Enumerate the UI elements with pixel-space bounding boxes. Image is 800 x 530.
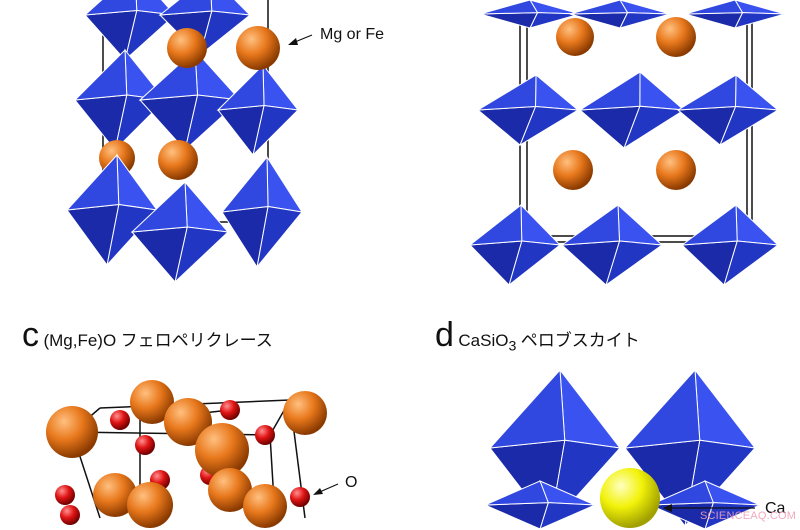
octahedron-face: [184, 180, 230, 233]
octahedron-face: [216, 63, 265, 111]
mg-fe-atom: [158, 140, 198, 180]
oxygen-label: O: [345, 474, 358, 491]
mg-fe-label: Mg or Fe: [320, 26, 385, 43]
octahedron: [680, 203, 780, 287]
mg-fe-atom: [553, 150, 593, 190]
octahedron-face: [677, 74, 737, 111]
mg-fe-atom: [167, 28, 207, 68]
mg-fe-atom: [208, 468, 252, 512]
oxygen-atom: [255, 425, 275, 445]
calcium-atom: [600, 468, 660, 528]
mg-fe-atom: [93, 473, 137, 517]
octahedron-face: [158, 0, 213, 16]
octahedron-face: [684, 12, 744, 29]
octahedron-face: [266, 155, 304, 213]
octahedron: [65, 153, 159, 267]
octahedron-face: [73, 48, 128, 101]
panel-d-title: d CaSiO3 ペロブスカイト: [435, 318, 640, 354]
formula-subscript: 3: [508, 338, 517, 355]
octahedron-face: [484, 502, 549, 530]
mg-fe-atom: [283, 391, 327, 435]
octahedron-face: [479, 0, 539, 15]
octahedron-face: [130, 180, 188, 233]
octahedron-face: [488, 368, 566, 449]
octahedron: [468, 203, 562, 287]
octahedron: [220, 155, 304, 269]
octahedron-face: [649, 480, 714, 506]
arrow-head: [288, 38, 298, 45]
octahedron: [479, 0, 581, 29]
octahedron: [130, 180, 230, 284]
octahedron: [560, 203, 664, 287]
octahedron-face: [734, 12, 786, 29]
octahedron: [83, 0, 177, 62]
octahedron: [684, 0, 786, 29]
oxygen-atom: [290, 487, 310, 507]
octahedron-face: [623, 368, 701, 449]
octahedron-face: [579, 71, 641, 111]
octahedron-face: [639, 70, 686, 111]
oxygen-atom: [55, 485, 75, 505]
octahedron-face: [468, 203, 523, 246]
mg-fe-atom: [195, 423, 249, 477]
octahedron-face: [262, 63, 300, 111]
octahedron-face: [734, 73, 780, 111]
octahedron-face: [534, 73, 580, 111]
octahedron: [578, 70, 686, 150]
watermark: SCIENCEAQ.COM: [700, 510, 797, 522]
mg-fe-atom: [243, 484, 287, 528]
octahedron-face: [560, 204, 621, 246]
panel-c-mineral-name: フェロペリクレース: [120, 331, 273, 350]
arrow-head: [663, 504, 672, 512]
octahedron: [138, 48, 242, 152]
octahedron-face: [694, 368, 757, 449]
mg-fe-atom: [46, 406, 98, 458]
mg-fe-atom: [130, 380, 174, 424]
octahedron-face: [83, 0, 138, 16]
octahedron-face: [65, 153, 120, 211]
panel-c-formula: (Mg,Fe)O: [43, 331, 117, 350]
octahedron: [649, 480, 761, 530]
oxygen-atom: [60, 505, 80, 525]
oxygen-atom: [220, 400, 240, 420]
octahedron: [569, 0, 671, 29]
octahedron-face: [735, 203, 780, 246]
mg-fe-atom: [164, 398, 212, 446]
octahedron-face: [520, 203, 562, 246]
panel-d-formula: CaSiO3: [458, 331, 516, 354]
panel-c-title: c (Mg,Fe)O フェロペリクレース: [22, 318, 273, 352]
oxygen-atom: [110, 410, 130, 430]
calcium-label: Ca: [765, 500, 786, 517]
octahedron-face: [479, 12, 539, 29]
octahedron-face: [559, 368, 622, 449]
arrow-head: [313, 488, 323, 495]
octahedron-face: [684, 0, 744, 15]
octahedron-face: [617, 203, 664, 246]
mg-fe-atom: [556, 18, 594, 56]
octahedron: [476, 73, 580, 147]
mg-fe-atom: [656, 17, 696, 57]
octahedron-face: [569, 0, 629, 15]
mg-fe-atom: [127, 482, 173, 528]
octahedron-face: [680, 204, 738, 246]
octahedron-face: [220, 155, 269, 213]
oxygen-atom: [135, 435, 155, 455]
panel-d-letter: d: [435, 316, 454, 354]
octahedron: [73, 48, 167, 152]
formula-main: CaSiO: [458, 331, 509, 350]
octahedron-face: [484, 480, 549, 506]
octahedron-face: [539, 502, 596, 530]
mg-fe-atom: [236, 26, 280, 70]
mg-fe-atom: [656, 150, 696, 190]
octahedron: [216, 63, 300, 157]
octahedron: [676, 73, 780, 147]
panel-d-mineral-name: ペロブスカイト: [520, 331, 640, 350]
octahedron-face: [116, 153, 159, 211]
octahedron: [484, 480, 596, 530]
panel-c-letter: c: [22, 316, 39, 354]
octahedron-face: [477, 74, 537, 111]
